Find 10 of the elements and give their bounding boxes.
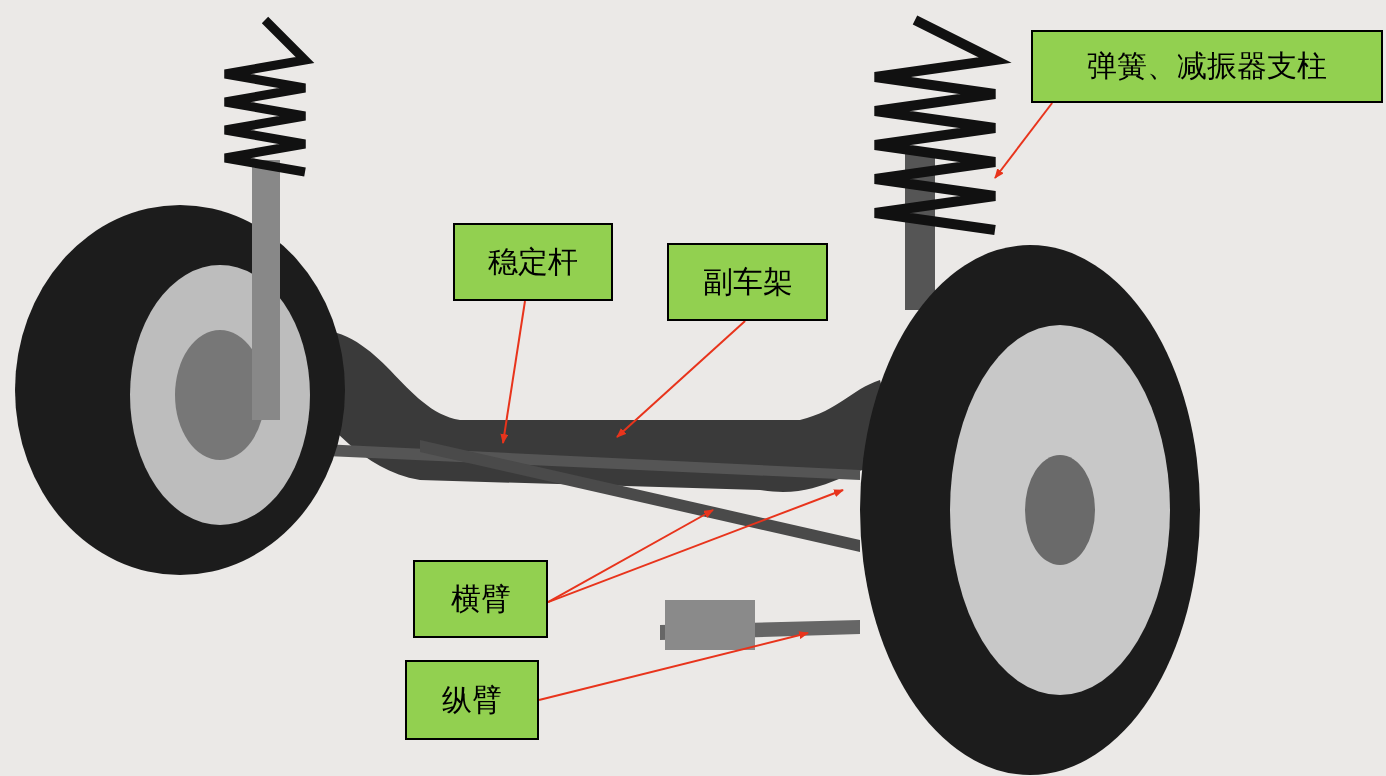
leader-line: [500, 300, 526, 444]
leader-line: [547, 489, 844, 604]
label-box: 稳定杆: [453, 223, 613, 301]
label-box: 横臂: [413, 560, 548, 638]
leader-line: [994, 102, 1054, 179]
leader-line: [616, 320, 747, 438]
label-box: 副车架: [667, 243, 828, 321]
label-box: 纵臂: [405, 660, 539, 740]
leader-line: [538, 631, 809, 701]
label-box: 弹簧、减振器支柱: [1031, 30, 1383, 103]
